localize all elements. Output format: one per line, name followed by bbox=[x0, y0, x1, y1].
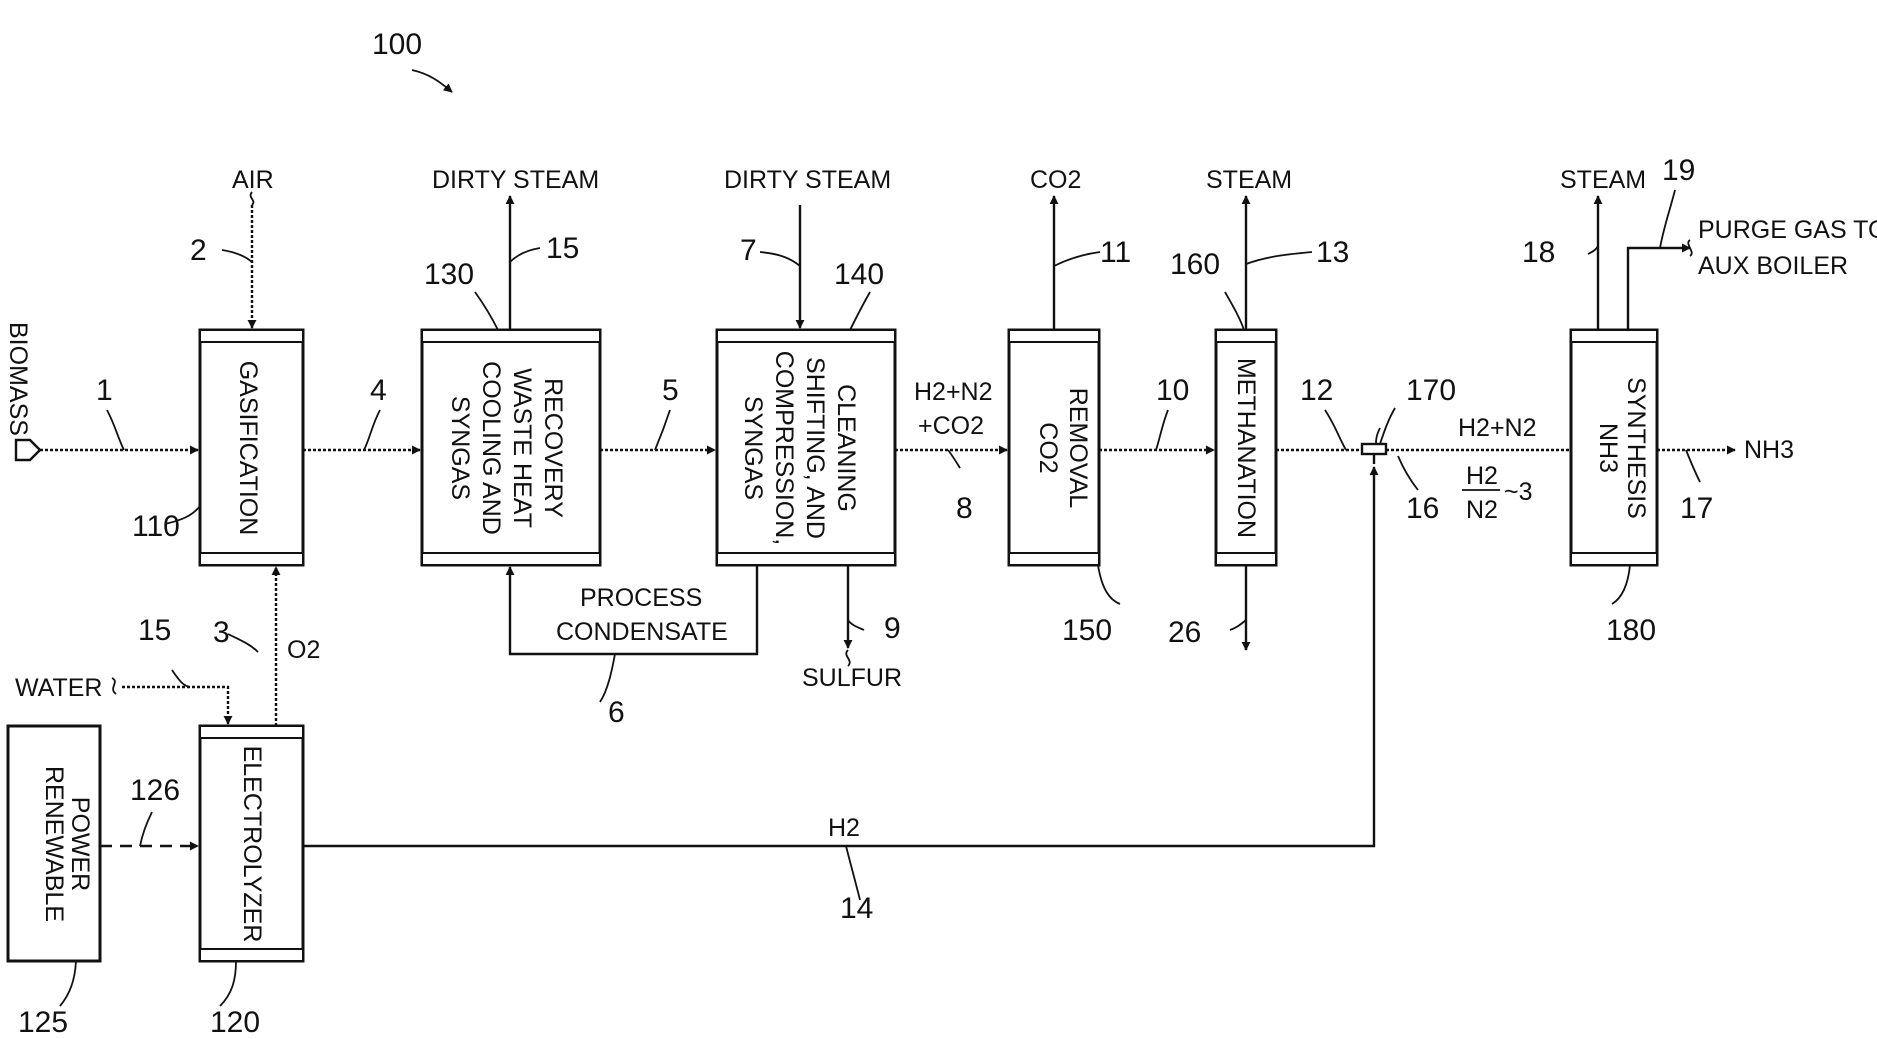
purge-label-1: PURGE GAS TO bbox=[1698, 216, 1877, 244]
purge-label-2: AUX BOILER bbox=[1698, 252, 1848, 280]
unit-180-ref: 180 bbox=[1606, 614, 1656, 647]
co2-removal-label-1: CO2 bbox=[1034, 422, 1062, 473]
syngas-compression-label-3: SHIFTING, AND bbox=[801, 357, 829, 539]
stream-water-line bbox=[122, 687, 228, 724]
stream-16-ref: 16 bbox=[1406, 492, 1439, 525]
unit-125-ref: 125 bbox=[18, 1006, 68, 1039]
unit-110-ref: 110 bbox=[132, 510, 180, 543]
nh3-synthesis-label-2: SYNTHESIS bbox=[1622, 377, 1650, 519]
syngas-compression-label-4: CLEANING bbox=[832, 384, 860, 512]
co2-removal-unit: CO2 REMOVAL bbox=[1009, 330, 1099, 565]
unit-150-ref: 150 bbox=[1062, 614, 1112, 647]
syngas-compression-label-1: SYNGAS bbox=[739, 396, 767, 500]
stream-18-ref: 18 bbox=[1522, 236, 1555, 269]
stream-10-ref: 10 bbox=[1156, 374, 1189, 407]
h2n2co2-label-2: +CO2 bbox=[918, 412, 984, 440]
nh3-synthesis-label-1: NH3 bbox=[1594, 423, 1622, 473]
stream-3-ref: 3 bbox=[213, 616, 230, 649]
ratio-denominator: N2 bbox=[1466, 496, 1498, 524]
stream-13-ref: 13 bbox=[1316, 236, 1349, 269]
h2-label: H2 bbox=[828, 814, 860, 842]
water-label: WATER bbox=[15, 674, 103, 702]
renewable-power-unit: RENEWABLE POWER bbox=[8, 726, 100, 961]
stream-126-ref: 126 bbox=[130, 774, 180, 807]
mixer-170 bbox=[1362, 444, 1386, 464]
nh3-label: NH3 bbox=[1744, 436, 1794, 464]
stream-14-ref: 14 bbox=[840, 892, 873, 925]
co2-removal-label-2: REMOVAL bbox=[1064, 388, 1092, 508]
dirty-steam-out-label: DIRTY STEAM bbox=[432, 166, 599, 194]
stream-19-line bbox=[1628, 248, 1690, 330]
unit-140-ref: 140 bbox=[834, 258, 884, 291]
process-condensate-label-1: PROCESS bbox=[580, 584, 702, 612]
air-label: AIR bbox=[232, 166, 274, 194]
figure-ref-arrow bbox=[412, 70, 452, 92]
process-condensate-label-2: CONDENSATE bbox=[556, 618, 728, 646]
syngas-compression-unit: SYNGAS COMPRESSION, SHIFTING, AND CLEANI… bbox=[717, 330, 895, 565]
electrolyzer-label: ELECTROLYZER bbox=[238, 746, 266, 943]
dirty-steam-in-label: DIRTY STEAM bbox=[724, 166, 891, 194]
leader-lines bbox=[60, 190, 1700, 1006]
unit-120-ref: 120 bbox=[210, 1006, 260, 1039]
stream-water-ref: 15 bbox=[138, 614, 171, 647]
gasification-unit: GASIFICATION bbox=[200, 330, 303, 565]
syngas-cooling-label-2: COOLING AND bbox=[477, 361, 505, 535]
steam-18-label: STEAM bbox=[1560, 166, 1646, 194]
syngas-cooling-unit: SYNGAS COOLING AND WASTE HEAT RECOVERY bbox=[422, 330, 600, 565]
stream-9-ref: 9 bbox=[884, 612, 901, 645]
syngas-cooling-label-4: RECOVERY bbox=[539, 378, 567, 518]
h2n2-label: H2+N2 bbox=[1458, 414, 1537, 442]
stream-5-ref: 5 bbox=[662, 374, 679, 407]
stream-12-ref: 12 bbox=[1300, 374, 1333, 407]
unit-130-ref: 130 bbox=[424, 258, 474, 291]
stream-15-ref: 15 bbox=[546, 232, 579, 265]
ratio-value: ~3 bbox=[1504, 478, 1533, 506]
methanation-label: METHANATION bbox=[1232, 358, 1260, 538]
renewable-power-label-2: POWER bbox=[66, 797, 94, 891]
unit-170-ref: 170 bbox=[1406, 374, 1456, 407]
sulfur-label: SULFUR bbox=[802, 664, 902, 692]
o2-label: O2 bbox=[287, 636, 320, 664]
nh3-synthesis-unit: NH3 SYNTHESIS bbox=[1571, 330, 1657, 565]
stream-1-ref: 1 bbox=[96, 374, 113, 407]
syngas-compression-label-2: COMPRESSION, bbox=[770, 351, 798, 545]
stream-11-ref: 11 bbox=[1100, 236, 1131, 269]
co2-label: CO2 bbox=[1030, 166, 1081, 194]
stream-26-ref: 26 bbox=[1168, 616, 1201, 649]
stream-19-ref: 19 bbox=[1662, 154, 1695, 187]
methanation-unit: METHANATION bbox=[1216, 330, 1276, 565]
stream-4-ref: 4 bbox=[370, 374, 387, 407]
biomass-label: BIOMASS bbox=[4, 322, 32, 436]
stream-6-ref: 6 bbox=[608, 696, 625, 729]
biomass-source-marker bbox=[16, 440, 40, 460]
figure-ref: 100 bbox=[372, 28, 422, 61]
stream-8-ref: 8 bbox=[956, 492, 973, 525]
steam-13-label: STEAM bbox=[1206, 166, 1292, 194]
stream-2-ref: 2 bbox=[190, 234, 207, 267]
gasification-label: GASIFICATION bbox=[234, 361, 262, 536]
renewable-power-label-1: RENEWABLE bbox=[40, 766, 68, 922]
ratio-numerator: H2 bbox=[1466, 462, 1498, 490]
h2n2co2-label-1: H2+N2 bbox=[914, 378, 993, 406]
syngas-cooling-label-3: WASTE HEAT bbox=[508, 368, 536, 528]
electrolyzer-unit: ELECTROLYZER bbox=[200, 726, 303, 961]
stream-17-ref: 17 bbox=[1680, 492, 1713, 525]
stream-7-ref: 7 bbox=[740, 234, 757, 267]
syngas-cooling-label-1: SYNGAS bbox=[446, 396, 474, 500]
unit-160-ref: 160 bbox=[1170, 248, 1220, 281]
